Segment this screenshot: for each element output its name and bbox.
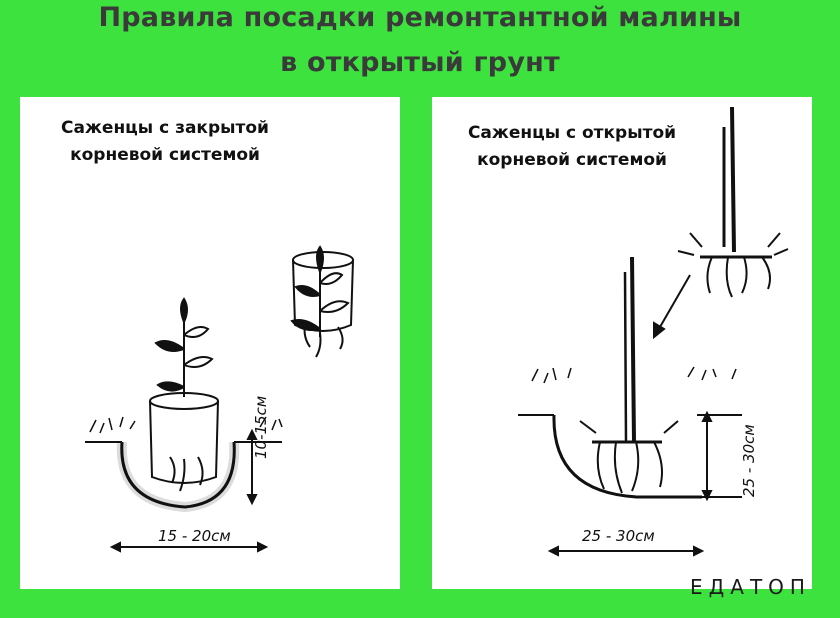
pointer-arrow <box>653 274 691 340</box>
open-root-title: Саженцы с открытой корневой системой <box>462 120 682 174</box>
planting-hole-left <box>120 441 236 509</box>
depth-arrow-right <box>701 410 713 502</box>
open-root-title-line2: корневой системой <box>477 150 667 170</box>
open-root-depth-label: 25 - 30см <box>740 424 758 497</box>
width-arrow-right <box>547 545 705 557</box>
closed-root-width-label: 15 - 20см <box>158 527 231 545</box>
page-title: Правила посадки ремонтантной малины <box>98 2 742 33</box>
closed-root-title-line1: Саженцы с закрытой <box>61 118 269 138</box>
seedling-in-hole-right <box>579 256 679 494</box>
brand-logo: ЕДАТОП <box>690 575 811 599</box>
closed-root-title: Саженцы с закрытой корневой системой <box>50 115 280 169</box>
open-root-width-label: 25 - 30см <box>582 527 655 545</box>
planting-hole-right <box>552 414 702 499</box>
potted-seedling <box>290 245 354 358</box>
open-root-illustration: 25 - 30см 25 - 30см <box>518 106 789 557</box>
open-root-title-line1: Саженцы с открытой <box>467 123 677 143</box>
seedling-in-hole <box>149 297 219 492</box>
depth-arrow-left <box>246 428 258 506</box>
open-root-panel: Саженцы с открытой корневой системой <box>432 97 812 589</box>
closed-root-title-line2: корневой системой <box>70 145 260 165</box>
closed-root-panel: Саженцы с закрытой корневой системой <box>20 97 400 589</box>
closed-root-depth-label: 10-15см <box>252 396 270 459</box>
width-arrow-left <box>109 541 269 553</box>
ground-surface-left <box>85 416 283 443</box>
page-subtitle: в открытый грунт <box>280 47 560 78</box>
closed-root-illustration: 10-15см 15 - 20см <box>85 245 354 553</box>
ground-surface-right <box>518 366 742 416</box>
bare-root-seedling <box>677 106 789 298</box>
